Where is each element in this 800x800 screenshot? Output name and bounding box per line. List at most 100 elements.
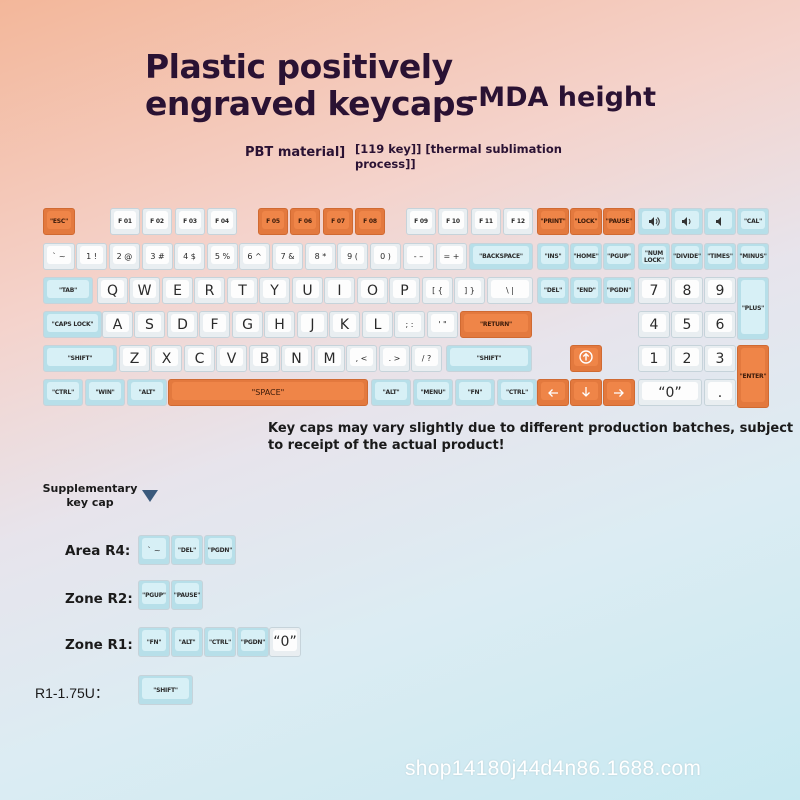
key-0[interactable]: 0 )	[370, 243, 401, 270]
key-tab[interactable]: "TAB"	[43, 277, 93, 304]
key-shift[interactable]: "SHIFT"	[138, 675, 193, 705]
key-f-11[interactable]: F 11	[471, 208, 501, 235]
key-mute[interactable]	[704, 208, 736, 235]
key-5[interactable]: 5 %	[207, 243, 238, 270]
key-f-10[interactable]: F 10	[438, 208, 468, 235]
key-n[interactable]: N	[281, 345, 312, 372]
key-pause[interactable]: "PAUSE"	[603, 208, 635, 235]
key-r[interactable]: R	[194, 277, 225, 304]
key-f-07[interactable]: F 07	[323, 208, 353, 235]
key-o[interactable]: O	[357, 277, 388, 304]
key-end[interactable]: "END"	[570, 277, 602, 304]
key-7[interactable]: 7 &	[272, 243, 303, 270]
key-9[interactable]: 9 (	[337, 243, 368, 270]
key-6[interactable]: 6 ^	[239, 243, 270, 270]
key-ctrl[interactable]: "CTRL"	[497, 379, 537, 406]
key-9[interactable]: 9	[704, 277, 736, 304]
key-q[interactable]: Q	[97, 277, 128, 304]
key-num-lock[interactable]: "NUM LOCK"	[638, 243, 670, 270]
key-0[interactable]: “0”	[638, 379, 702, 406]
key-pgdn[interactable]: "PGDN"	[603, 277, 635, 304]
key-esc[interactable]: "ESC"	[43, 208, 75, 235]
key-symbol[interactable]: .	[704, 379, 736, 406]
key-fn[interactable]: "FN"	[455, 379, 495, 406]
key-home[interactable]: "HOME"	[570, 243, 602, 270]
key-u[interactable]: U	[292, 277, 323, 304]
key-f-04[interactable]: F 04	[207, 208, 237, 235]
key-7[interactable]: 7	[638, 277, 670, 304]
key-5[interactable]: 5	[671, 311, 703, 338]
key-speaker[interactable]	[638, 208, 670, 235]
key-menu[interactable]: "MENU"	[413, 379, 453, 406]
key-v[interactable]: V	[216, 345, 247, 372]
key-cal[interactable]: "CAL"	[737, 208, 769, 235]
key-symbol[interactable]: ` ~	[138, 535, 170, 565]
key-x[interactable]: X	[151, 345, 182, 372]
key-2[interactable]: 2	[671, 345, 703, 372]
key-symbol[interactable]: [ {	[422, 277, 453, 304]
key-2[interactable]: 2 @	[109, 243, 140, 270]
key-e[interactable]: E	[162, 277, 193, 304]
key-symbol[interactable]: , <	[346, 345, 377, 372]
key-p[interactable]: P	[389, 277, 420, 304]
key-f-02[interactable]: F 02	[142, 208, 172, 235]
key-symbol[interactable]: ' "	[427, 311, 458, 338]
key-4[interactable]: 4	[638, 311, 670, 338]
key-pgdn[interactable]: "PGDN"	[204, 535, 236, 565]
key-del[interactable]: "DEL"	[171, 535, 203, 565]
key-enter[interactable]: "ENTER"	[737, 345, 769, 408]
key-1[interactable]: 1	[638, 345, 670, 372]
key-minus[interactable]: "MINUS"	[737, 243, 769, 270]
key-s[interactable]: S	[134, 311, 165, 338]
key-0[interactable]: “0”	[269, 627, 301, 657]
key-symbol[interactable]: ` ~	[43, 243, 75, 270]
key-shift[interactable]: "SHIFT"	[446, 345, 532, 372]
key-b[interactable]: B	[249, 345, 280, 372]
key-win[interactable]: "WIN"	[85, 379, 125, 406]
key-symbol[interactable]: / ?	[411, 345, 442, 372]
key-f-03[interactable]: F 03	[175, 208, 205, 235]
key-f-12[interactable]: F 12	[503, 208, 533, 235]
key-f-09[interactable]: F 09	[406, 208, 436, 235]
key-arrow-up[interactable]	[570, 345, 602, 372]
key-del[interactable]: "DEL"	[537, 277, 569, 304]
key-f-06[interactable]: F 06	[290, 208, 320, 235]
key-return[interactable]: "RETURN"	[460, 311, 532, 338]
key-j[interactable]: J	[297, 311, 328, 338]
key-k[interactable]: K	[329, 311, 360, 338]
key-3[interactable]: 3	[704, 345, 736, 372]
key-6[interactable]: 6	[704, 311, 736, 338]
key-w[interactable]: W	[129, 277, 160, 304]
key-backspace[interactable]: "BACKSPACE"	[469, 243, 533, 270]
key-4[interactable]: 4 $	[174, 243, 205, 270]
key-arrow-right[interactable]	[603, 379, 635, 406]
key-i[interactable]: I	[324, 277, 355, 304]
key-y[interactable]: Y	[259, 277, 290, 304]
key-alt[interactable]: "ALT"	[371, 379, 411, 406]
key-f-08[interactable]: F 08	[355, 208, 385, 235]
key-volume-down[interactable]	[671, 208, 703, 235]
key-print[interactable]: "PRINT"	[537, 208, 569, 235]
key-arrow-left[interactable]	[537, 379, 569, 406]
key-space[interactable]: "SPACE"	[168, 379, 368, 406]
key-g[interactable]: G	[232, 311, 263, 338]
key-ctrl[interactable]: "CTRL"	[204, 627, 236, 657]
key-symbol[interactable]: = +	[436, 243, 467, 270]
key-arrow-down[interactable]	[570, 379, 602, 406]
key-symbol[interactable]: ; :	[394, 311, 425, 338]
key-z[interactable]: Z	[119, 345, 150, 372]
key-m[interactable]: M	[314, 345, 345, 372]
key-1[interactable]: 1 !	[76, 243, 107, 270]
key-c[interactable]: C	[184, 345, 215, 372]
key-alt[interactable]: "ALT"	[127, 379, 167, 406]
key-divide[interactable]: "DIVIDE"	[671, 243, 703, 270]
key-shift[interactable]: "SHIFT"	[43, 345, 117, 372]
key-pgup[interactable]: "PGUP"	[138, 580, 170, 610]
key-8[interactable]: 8	[671, 277, 703, 304]
key-a[interactable]: A	[102, 311, 133, 338]
key-f-05[interactable]: F 05	[258, 208, 288, 235]
key-ins[interactable]: "INS"	[537, 243, 569, 270]
key-f-01[interactable]: F 01	[110, 208, 140, 235]
key-symbol[interactable]: ] }	[454, 277, 485, 304]
key-times[interactable]: "TIMES"	[704, 243, 736, 270]
